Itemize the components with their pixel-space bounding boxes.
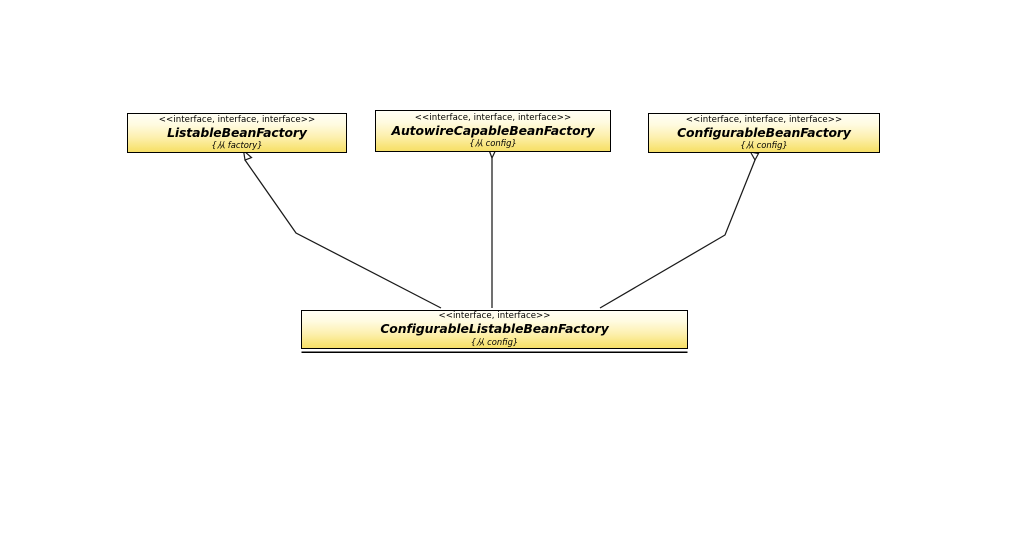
tagged-value-text: {从 factory} — [211, 140, 263, 151]
tagged-value-text: {从 config} — [469, 138, 517, 149]
stereotype-label: <<interface, interface, interface>> — [685, 114, 843, 125]
stereotype-label: <<interface, interface, interface>> — [158, 114, 316, 125]
class-name-label: AutowireCapableBeanFactory — [391, 122, 595, 138]
uml-class-configurable-bean-factory[interactable]: <<interface, interface, interface>> Conf… — [648, 113, 880, 153]
uml-class-autowire-capable-bean-factory[interactable]: <<interface, interface, interface>> Auto… — [375, 110, 611, 152]
uml-class-listable-bean-factory[interactable]: <<interface, interface, interface>> List… — [127, 113, 347, 153]
tagged-value-label: {从 config} — [740, 141, 787, 150]
generalization-arrowhead-icon — [749, 151, 760, 162]
edge-line — [599, 159, 756, 309]
tagged-value-label: {从 config} — [469, 139, 516, 148]
stereotype-label: <<interface, interface>> — [438, 311, 551, 322]
class-name-label: ConfigurableListableBeanFactory — [380, 321, 609, 337]
edge-to-autowire-capable-bean-factory[interactable] — [488, 149, 497, 308]
tagged-value-text: {从 config} — [470, 336, 519, 347]
class-name-label: ListableBeanFactory — [167, 124, 307, 140]
edge-to-configurable-bean-factory[interactable] — [599, 151, 760, 309]
edge-line — [244, 159, 442, 309]
class-name-label: ConfigurableBeanFactory — [677, 124, 851, 140]
uml-class-configurable-listable-bean-factory[interactable]: <<interface, interface>> ConfigurableLis… — [301, 310, 688, 349]
tagged-value-label: {从 config} — [470, 336, 519, 347]
edge-to-listable-bean-factory[interactable] — [242, 148, 442, 309]
stereotype-label: <<interface, interface, interface>> — [414, 112, 572, 123]
tagged-value-label: {从 factory} — [211, 141, 262, 150]
tagged-value-text: {从 config} — [740, 140, 788, 151]
